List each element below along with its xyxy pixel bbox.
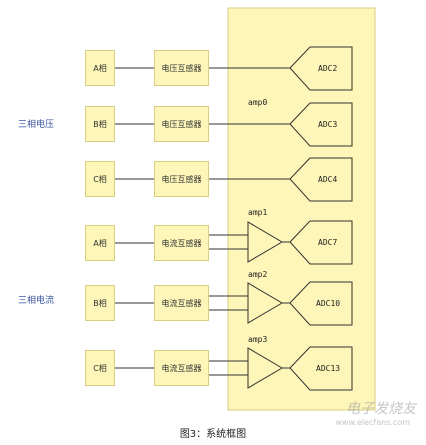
adc4-shape — [289, 157, 353, 202]
current-group-label: 三相电流 — [18, 296, 55, 306]
adc-shapes — [289, 46, 353, 391]
voltage-adc-wires — [209, 67, 290, 180]
current-transformer-block-1: 电流互感器 — [154, 225, 209, 261]
phase-c-current-block: C相 — [85, 350, 115, 386]
amp1-label: amp1 — [248, 208, 268, 217]
adc3-label: ADC3 — [318, 120, 338, 129]
watermark-logo: 电子发烧友 — [346, 401, 416, 417]
current-transformer-block-2: 电流互感器 — [154, 285, 209, 321]
amp1-triangle — [247, 221, 283, 263]
voltage-transformer-block-3: 电压互感器 — [154, 161, 209, 197]
adc2-shape — [289, 46, 353, 91]
adc2-label: ADC2 — [318, 64, 338, 73]
amp3-label: amp3 — [248, 335, 268, 344]
phase-a-voltage-block: A相 — [85, 50, 115, 86]
current-transformer-block-3: 电流互感器 — [154, 350, 209, 386]
amp3-triangle — [247, 347, 283, 389]
phase-sensor-wires — [115, 67, 154, 369]
amp0-label: amp0 — [248, 98, 268, 107]
phase-b-current-block: B相 — [85, 285, 115, 321]
adc10-label: ADC10 — [316, 299, 341, 308]
amplifiers — [247, 221, 283, 389]
phase-b-voltage-block: B相 — [85, 106, 115, 142]
adc13-label: ADC13 — [316, 364, 341, 373]
adc7-shape — [289, 220, 353, 265]
current-amp-wires — [209, 234, 290, 376]
voltage-transformer-block-2: 电压互感器 — [154, 106, 209, 142]
watermark-url: www.elecfans.com — [335, 418, 411, 427]
adc13-shape — [289, 346, 353, 391]
voltage-group-label: 三相电压 — [18, 120, 55, 130]
phase-a-current-block: A相 — [85, 225, 115, 261]
amp2-label: amp2 — [248, 270, 268, 279]
adc7-label: ADC7 — [318, 238, 338, 247]
adc4-label: ADC4 — [318, 175, 338, 184]
adc10-shape — [289, 281, 353, 326]
adc3-shape — [289, 102, 353, 147]
voltage-transformer-block-1: 电压互感器 — [154, 50, 209, 86]
phase-c-voltage-block: C相 — [85, 161, 115, 197]
figure-caption: 图3：系统框图 — [179, 429, 247, 440]
amp2-triangle — [247, 282, 283, 324]
